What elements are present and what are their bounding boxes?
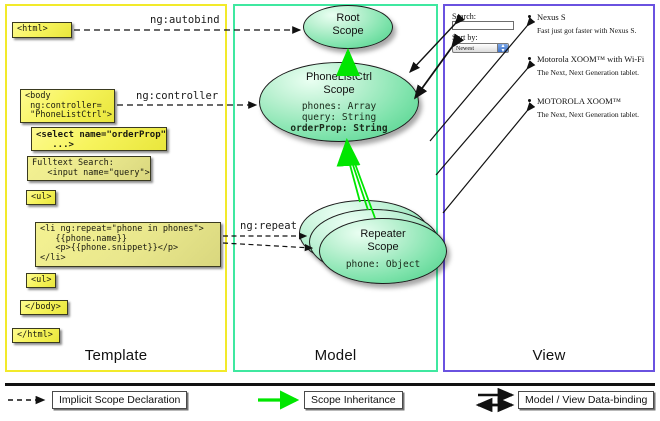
phone-list-item: Motorola XOOM™ with Wi-Fi The Next, Next… — [528, 54, 649, 77]
scope-repeater-title-1: Repeater — [360, 228, 406, 240]
panel-model: Model — [233, 4, 438, 372]
label-ng-autobind: ng:autobind — [148, 14, 222, 26]
legend-item-scope-inheritance: Scope Inheritance — [304, 391, 403, 409]
legend-divider — [5, 383, 655, 386]
code-fulltext-search: Fulltext Search: <input name="query"> — [27, 156, 151, 181]
code-html-close-tag: </html> — [12, 328, 60, 343]
phone-snippet: The Next, Next Generation tablet. — [537, 110, 640, 119]
scope-phonelist-prop-phones: phones: Array — [301, 101, 377, 112]
sort-by-selected-value: Newest — [456, 46, 474, 52]
phone-list-item: MOTOROLA XOOM™ The Next, Next Generation… — [528, 96, 649, 119]
sort-by-label: Sort by: — [452, 33, 478, 42]
code-html-open-tag: <html> — [12, 22, 72, 38]
scope-phonelist-prop-query: query: String — [301, 112, 377, 123]
code-ul-close-tag: <ul> — [26, 273, 56, 288]
code-select-tag: <select name="orderProp" ...> — [31, 127, 167, 151]
scope-root: Root Scope — [303, 5, 393, 49]
phone-name: MOTOROLA XOOM™ — [537, 96, 621, 106]
phone-name: Motorola XOOM™ with Wi-Fi — [537, 54, 645, 64]
scope-phonelist-title-1: PhoneListCtrl — [305, 71, 373, 83]
chevron-updown-icon: ▴▾ — [497, 43, 508, 54]
scope-repeater-prop-phone: phone: Object — [345, 259, 421, 270]
panel-view-title: View — [532, 347, 566, 364]
code-body-tag: <body ng:controller= "PhoneListCtrl"> — [20, 89, 115, 123]
label-ng-repeat: ng:repeat — [238, 220, 299, 232]
view-rendered-app: Search: Sort by: Newest ▴▾ Nexus S Fast … — [452, 12, 648, 132]
search-label: Search: — [452, 12, 476, 21]
legend-item-model-view-data-binding: Model / View Data-binding — [518, 391, 655, 409]
panel-template-title: Template — [84, 347, 148, 364]
phone-list-item: Nexus S Fast just got faster with Nexus … — [528, 12, 649, 35]
bullet-icon — [528, 57, 531, 60]
phone-snippet: The Next, Next Generation tablet. — [537, 68, 640, 77]
label-ng-controller: ng:controller — [134, 90, 221, 102]
sort-by-select[interactable]: Newest ▴▾ — [452, 43, 509, 54]
scope-phonelistctrl: PhoneListCtrl Scope phones: Array query:… — [259, 62, 419, 142]
code-body-close-tag: </body> — [20, 300, 68, 315]
phone-snippet: Fast just got faster with Nexus S. — [537, 26, 637, 35]
panel-model-title: Model — [314, 347, 357, 364]
panel-template: Template — [5, 4, 227, 372]
scope-root-title-2: Scope — [332, 25, 364, 37]
code-ul-open-tag: <ul> — [26, 190, 56, 205]
legend: Implicit Scope Declaration Scope Inherit… — [0, 383, 660, 421]
scope-phonelist-title-2: Scope — [323, 84, 355, 96]
scope-phonelist-prop-orderprop: orderProp: String — [290, 123, 388, 134]
scope-root-title-1: Root — [336, 12, 360, 24]
scope-repeater: Repeater Scope phone: Object — [319, 218, 447, 284]
legend-item-implicit-scope-declaration: Implicit Scope Declaration — [52, 391, 188, 409]
code-li-ngrepeat: <li ng:repeat="phone in phones"> {{phone… — [35, 222, 221, 267]
bullet-icon — [528, 15, 531, 18]
legend-arrows — [8, 387, 515, 413]
bullet-icon — [528, 99, 531, 102]
scope-repeater-title-2: Scope — [367, 241, 399, 253]
search-input[interactable] — [452, 21, 514, 30]
phone-name: Nexus S — [537, 12, 566, 22]
